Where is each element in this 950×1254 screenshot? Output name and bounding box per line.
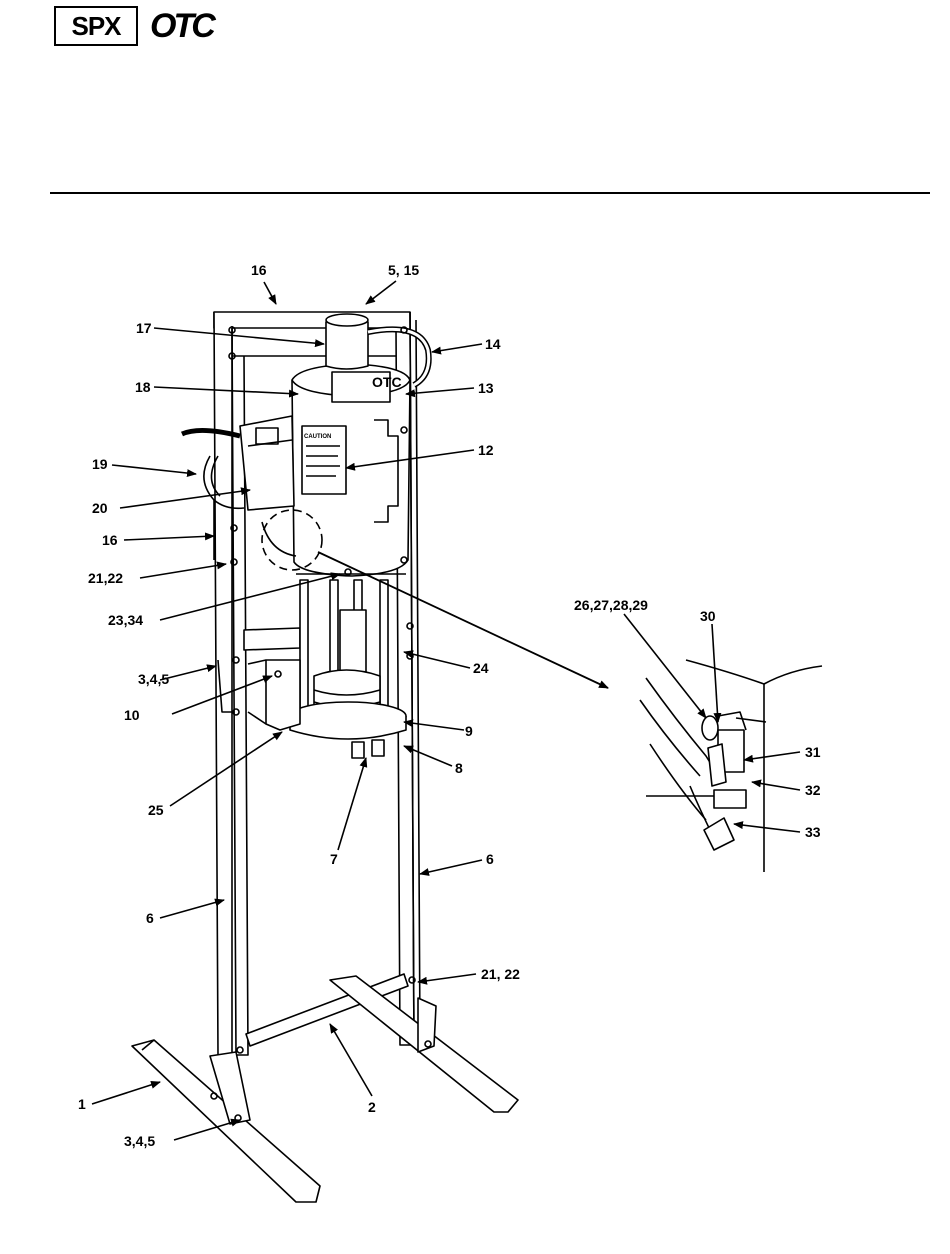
callout-26-29: 26,27,28,29	[574, 597, 648, 613]
callout-16-lower: 16	[102, 532, 118, 548]
callout-1: 1	[78, 1096, 86, 1112]
callout-3-4-5-upper: 10	[124, 707, 140, 723]
callout-17: 17	[136, 320, 152, 336]
callout-14: 14	[485, 336, 501, 352]
callout-33: 33	[805, 824, 821, 840]
callout-12: 12	[478, 442, 494, 458]
callout-3-4-5-lower: 3,4,5	[124, 1133, 155, 1149]
leader-lines	[92, 281, 800, 1140]
callout-19: 19	[92, 456, 108, 472]
callout-9: 9	[465, 723, 473, 739]
callout-10: 24	[473, 660, 489, 676]
callout-6-left: 6	[146, 910, 154, 926]
callout-6-right: 6	[486, 851, 494, 867]
callout-21-22-upper: 21,22	[88, 570, 123, 586]
callout-30: 30	[700, 608, 716, 624]
callout-23-34: 23,34	[108, 612, 143, 628]
callout-25: 25	[148, 802, 164, 818]
callout-8: 8	[455, 760, 463, 776]
callout-5-15: 5, 15	[388, 262, 419, 278]
press-stand-drawing	[132, 312, 822, 1202]
cylinder-logo-text: OTC	[372, 374, 402, 390]
callout-21-22-lower: 21, 22	[481, 966, 520, 982]
callout-32: 32	[805, 782, 821, 798]
callout-7: 7	[330, 851, 338, 867]
callout-20: 20	[92, 500, 108, 516]
callout-13: 13	[478, 380, 494, 396]
caution-label-text: CAUTION	[304, 434, 331, 440]
callout-2: 2	[368, 1099, 376, 1115]
callout-18: 18	[135, 379, 151, 395]
callout-labels: 16 5, 15 17 14 18 13 12 19 20 16 21,22 2…	[78, 262, 821, 1149]
callout-31: 31	[805, 744, 821, 760]
callout-24: 3,4,5	[138, 671, 169, 687]
callout-16-top: 16	[251, 262, 267, 278]
